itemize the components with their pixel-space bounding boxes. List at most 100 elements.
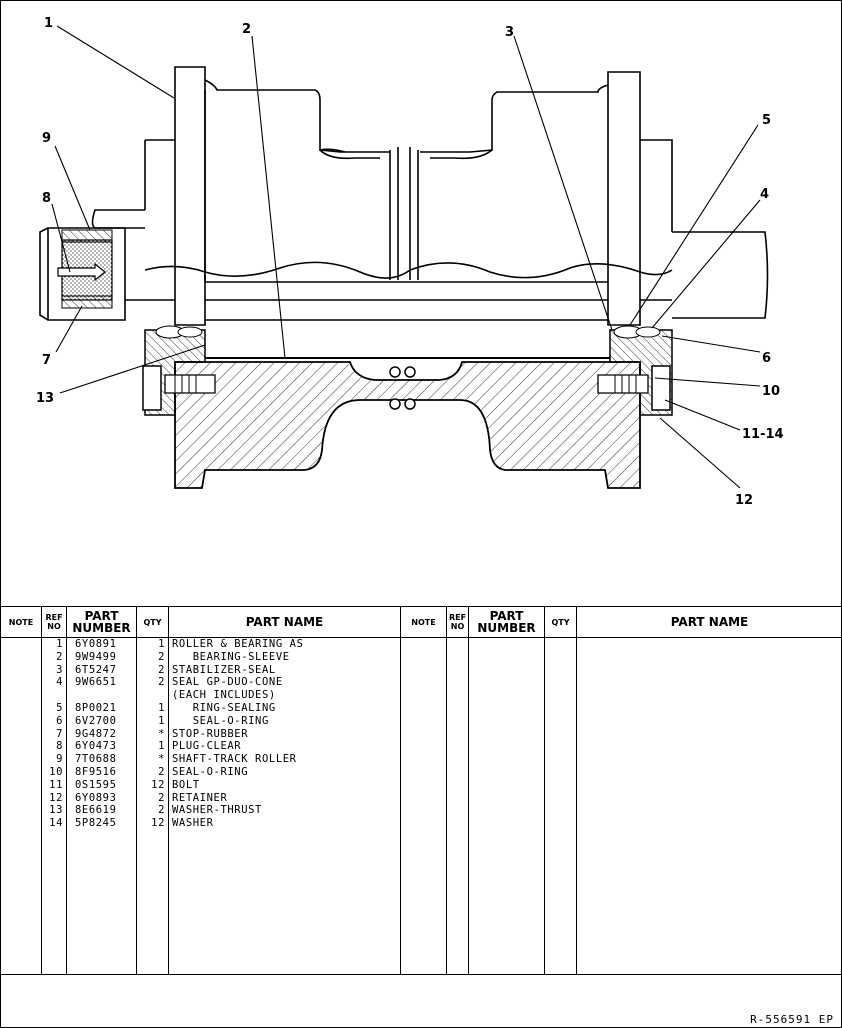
part-row-part-number: 7T0688: [75, 753, 117, 766]
part-row-name: RING-SEALING: [172, 701, 276, 714]
roller-section: [142, 325, 673, 489]
part-row-name: ROLLER & BEARING AS: [172, 638, 304, 650]
part-row-name: STOP-RUBBER: [172, 727, 249, 740]
part-row-qty: 2: [158, 663, 165, 676]
part-row-qty: 2: [158, 676, 165, 689]
callout-12: 12: [735, 493, 753, 508]
rubber-stop: [57, 262, 106, 282]
part-row-part-number: 8P0021: [75, 701, 117, 714]
callout-2: 2: [242, 22, 251, 37]
header-ref-no-2: REF NO: [446, 606, 469, 638]
part-row-qty: 2: [158, 804, 165, 817]
part-row-ref: 1: [56, 638, 63, 650]
part-row-part-number: [75, 689, 136, 702]
callout-10: 10: [762, 384, 780, 399]
callout-7: 7: [42, 353, 51, 368]
roller-exterior: [39, 66, 769, 326]
note-column: [0, 637, 42, 974]
part-row-qty: 2: [158, 765, 165, 778]
callout-8: 8: [42, 191, 51, 206]
part-row-name: (EACH INCLUDES): [172, 689, 276, 702]
part-row-ref: 6: [56, 714, 63, 727]
part-row-part-number: 5P8245: [75, 817, 117, 830]
part-row-qty: *: [158, 727, 165, 740]
part-row-part-number: 8F9516: [75, 765, 117, 778]
part-row-name: SEAL-O-RING: [172, 765, 249, 778]
part-row-qty: 2: [158, 791, 165, 804]
part-row-ref: 11: [49, 778, 63, 791]
callout-1: 1: [44, 16, 53, 31]
part-row-qty: 1: [158, 740, 165, 753]
part-row-ref: 14: [49, 817, 63, 830]
callout-labels: 1 2 3 4 5 6 7 8 9 10 11-14 12 13: [36, 16, 784, 508]
callout-6: 6: [762, 351, 771, 366]
header-qty: QTY: [136, 606, 169, 638]
part-row-part-number: 6V2700: [75, 714, 117, 727]
part-row-ref: 7: [56, 727, 63, 740]
part-row-ref: 3: [56, 663, 63, 676]
ref-no-column-2: [446, 637, 469, 974]
part-row-name: SHAFT-TRACK ROLLER: [172, 753, 297, 766]
part-row-name: WASHER: [172, 817, 214, 830]
callout-11-14: 11-14: [742, 427, 784, 442]
part-row-qty: 12: [151, 817, 165, 830]
part-row-qty: [137, 689, 165, 702]
part-row-qty: 1: [158, 638, 165, 650]
drawing-reference-code: R-556591 EP: [750, 1013, 834, 1026]
callout-13: 13: [36, 391, 54, 406]
callout-3: 3: [505, 25, 514, 40]
header-note-2: NOTE: [400, 606, 447, 638]
header-part-number-2: PART NUMBER: [468, 606, 545, 638]
part-row-ref: 9: [56, 753, 63, 766]
part-row-name: BOLT: [172, 778, 200, 791]
header-note: NOTE: [0, 606, 42, 638]
part-row-ref: 13: [49, 804, 63, 817]
shaft-end-hatch-top: [61, 229, 113, 243]
part-row-part-number: 8E6619: [75, 804, 117, 817]
part-row-ref: [42, 689, 63, 702]
part-row-ref: 12: [49, 791, 63, 804]
part-row-name: SEAL-O-RING: [172, 714, 269, 727]
header-part-name-2: PART NAME: [576, 606, 842, 638]
parts-list-table: NOTE REF NO PART NUMBER QTY PART NAME NO…: [0, 606, 842, 974]
part-row-name: STABILIZER-SEAL: [172, 663, 276, 676]
header-ref-no: REF NO: [41, 606, 67, 638]
part-row-ref: 10: [49, 765, 63, 778]
part-row-ref: 8: [56, 740, 63, 753]
qty-column-2: [544, 637, 577, 974]
part-row-part-number: 0S1595: [75, 778, 117, 791]
table-header-row: NOTE REF NO PART NUMBER QTY PART NAME NO…: [0, 606, 842, 638]
header-part-name: PART NAME: [168, 606, 401, 638]
part-row-part-number: 9W9499: [75, 650, 117, 663]
part-row-part-number: 6Y0473: [75, 740, 117, 753]
callout-5: 5: [762, 113, 771, 128]
part-row-qty: 2: [158, 650, 165, 663]
part-row-ref: 4: [56, 676, 63, 689]
part-row-ref: 5: [56, 701, 63, 714]
header-qty-2: QTY: [544, 606, 577, 638]
part-row-qty: 12: [151, 778, 165, 791]
part-row-part-number: 6T5247: [75, 663, 117, 676]
part-row-name: SEAL GP-DUO-CONE: [172, 676, 283, 689]
part-row-qty: 1: [158, 714, 165, 727]
part-number-column-2: [468, 637, 545, 974]
bottom-band: [0, 974, 842, 1028]
part-row-ref: 2: [56, 650, 63, 663]
note-column-2: [400, 637, 447, 974]
part-row-part-number: 9W6651: [75, 676, 117, 689]
shaft-end-hatch-bottom: [61, 295, 113, 309]
part-name-column-2: [576, 637, 842, 974]
part-row-name: WASHER-THRUST: [172, 804, 262, 817]
roller-cross-section-drawing: 1 2 3 4 5 6 7 8 9 10 11-14 12 13: [36, 16, 784, 508]
leader-lines: [51, 25, 761, 489]
part-row-part-number: 9G4872: [75, 727, 117, 740]
part-row-name: PLUG-CLEAR: [172, 740, 242, 753]
part-row-part-number: 6Y0891: [75, 638, 117, 650]
part-row-name: RETAINER: [172, 791, 228, 804]
part-row-qty: *: [158, 753, 165, 766]
